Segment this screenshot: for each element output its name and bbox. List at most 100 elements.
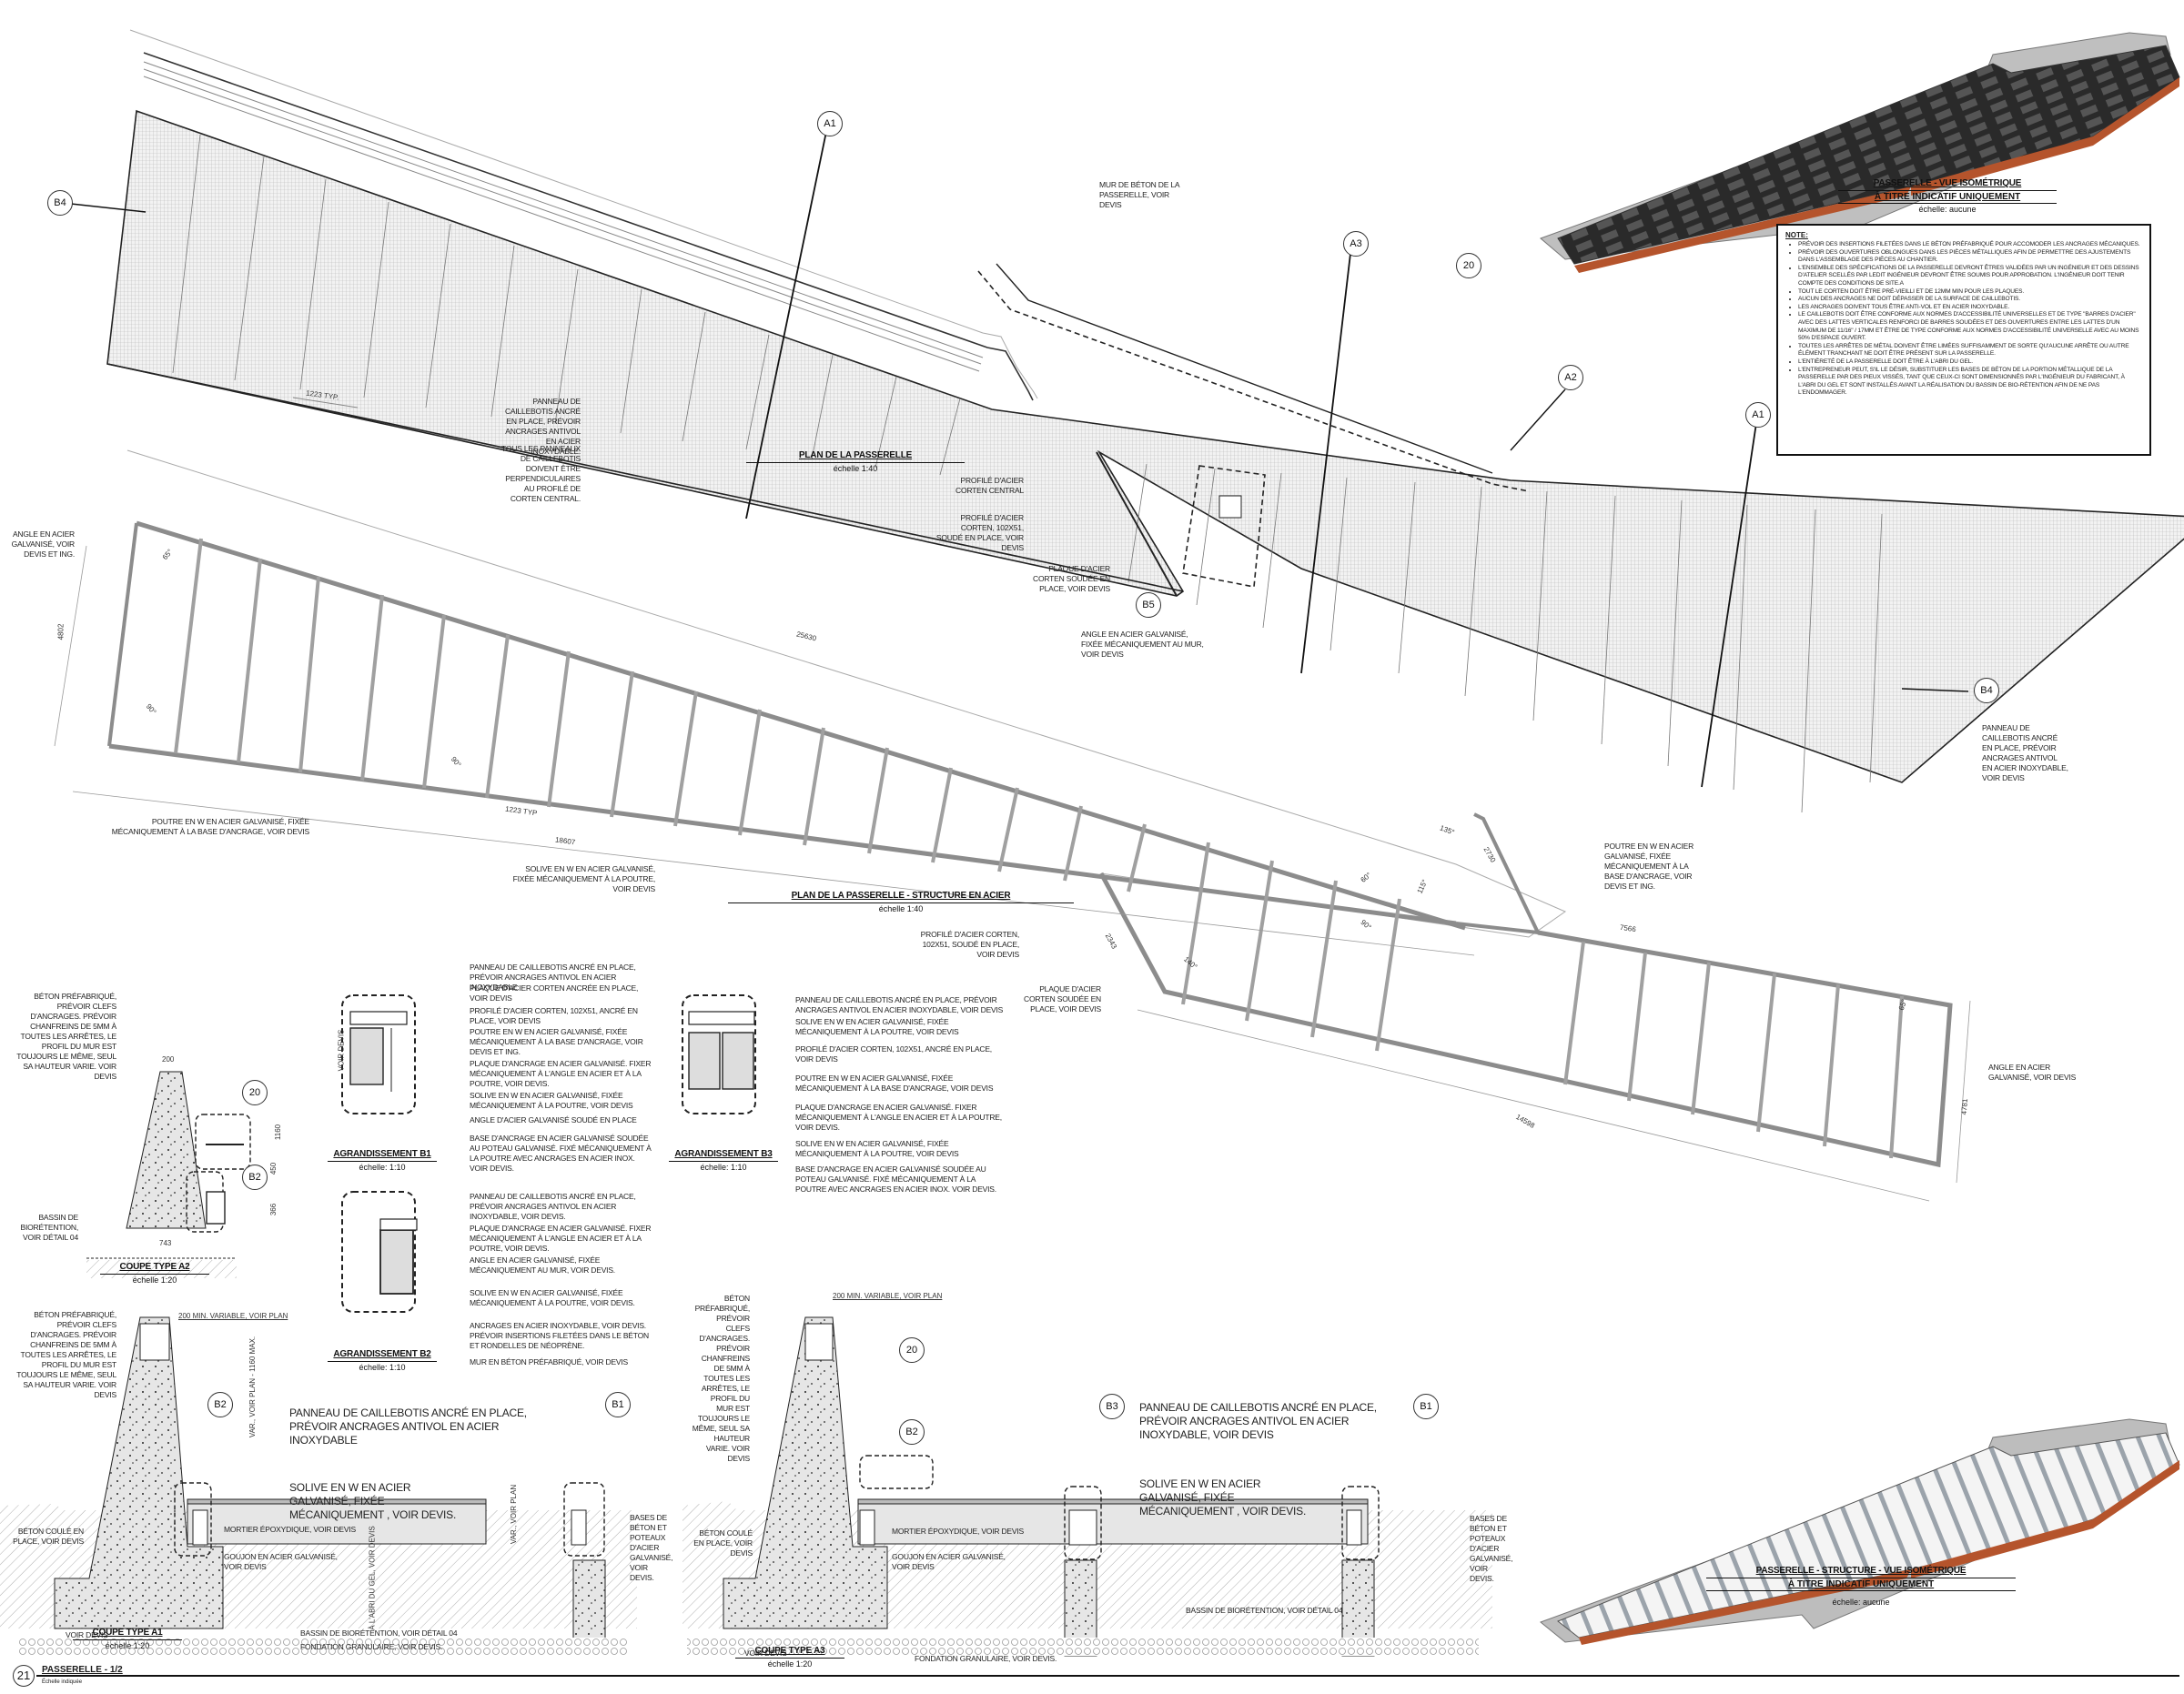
- note-item: LE CAILLEBOTIS DOIT ÊTRE CONFORME AUX NO…: [1798, 311, 2142, 342]
- detail-ref-b2-a2[interactable]: B2: [242, 1165, 268, 1190]
- label-b3-3: PROFILÉ D'ACIER CORTEN, 102x51, ANCRÉ EN…: [795, 1044, 992, 1064]
- label-a1-fondation: FONDATION GRANULAIRE, VOIR DEVIS.: [300, 1642, 443, 1651]
- notes-list: PRÉVOIR DES INSERTIONS FILETÉES DANS LE …: [1785, 241, 2142, 398]
- note-item: L'ENSEMBLE DES SPÉCIFICATIONS DE LA PASS…: [1798, 265, 2142, 288]
- title-iso-structure-line2: À TITRE INDICATIF UNIQUEMENT: [1706, 1578, 2016, 1591]
- section-a3: [682, 1316, 1492, 1657]
- label-mur-beton: MUR DE BÉTON DE LA PASSERELLE, VOIR DEVI…: [1099, 180, 1179, 209]
- label-a1-mortier: MORTIER ÉPOXYDIQUE, VOIR DEVIS: [224, 1525, 356, 1534]
- label-b3-4: POUTRE EN W EN ACIER GALVANISÉ, FIXÉE MÉ…: [795, 1074, 994, 1093]
- label-b2-1: PANNEAU DE CAILLEBOTIS ANCRÉ EN PLACE, P…: [470, 1192, 636, 1221]
- section-marker-b4-left[interactable]: B4: [47, 190, 73, 216]
- iso-top-view: [1540, 32, 2180, 273]
- label-poutre-left: POUTRE EN W EN ACIER GALVANISÉ, FIXÉE MÉ…: [111, 817, 309, 836]
- label-angle-left: ANGLE EN ACIER GALVANISÉ, VOIR DEVIS ET …: [11, 529, 76, 559]
- label-a1-panneau: PANNEAU DE CAILLEBOTIS ANCRÉ EN PLACE, P…: [289, 1407, 527, 1447]
- dim-a2-top: 200: [162, 1055, 175, 1064]
- detail-ref-b3-a3[interactable]: B3: [1099, 1394, 1125, 1419]
- label-profile-102-structure: PROFILÉ D'ACIER CORTEN, 102x51, SOUDÉ EN…: [920, 930, 1020, 959]
- label-b1-4: POUTRE EN W EN ACIER GALVANISÉ, FIXÉE MÉ…: [470, 1027, 643, 1056]
- title-agr-b2-scale: échelle: 1:10: [359, 1363, 406, 1372]
- title-agr-b1: AGRANDISSEMENT B1 échelle: 1:10: [328, 1148, 437, 1174]
- title-iso-top-scale: échelle: aucune: [1918, 205, 1977, 214]
- title-coupe-a2-text: COUPE TYPE A2: [100, 1261, 209, 1275]
- title-plan: PLAN DE LA PASSERELLE échelle 1:40: [746, 449, 965, 475]
- note-item: L'ENTIÈRETÉ DE LA PASSERELLE DOIT ÊTRE À…: [1798, 358, 2142, 367]
- label-b1-2: PLAQUE D'ACIER CORTEN ANCRÉE EN PLACE, V…: [470, 983, 639, 1003]
- detail-ref-b1-a3[interactable]: B1: [1413, 1394, 1439, 1419]
- label-a1-solive: SOLIVE EN W EN ACIER GALVANISÉ, FIXÉE MÉ…: [289, 1481, 457, 1521]
- note-item: AUCUN DES ANCRAGES NE DOIT DÉPASSER DE L…: [1798, 296, 2142, 304]
- label-a2-bassin: BASSIN DE BIORÉTENTION, VOIR DÉTAIL 04: [20, 1213, 78, 1242]
- detail-ref-20-a2[interactable]: 20: [242, 1080, 268, 1105]
- label-angle-top: ANGLE EN ACIER GALVANISÉ, FIXÉE MÉCANIQU…: [1081, 630, 1204, 659]
- note-item: PRÉVOIR DES INSERTIONS FILETÉES DANS LE …: [1798, 241, 2142, 249]
- dim-a2-450: 450: [269, 1162, 278, 1175]
- label-a3-mortier: MORTIER ÉPOXYDIQUE, VOIR DEVIS: [892, 1527, 1024, 1536]
- dim-a2-base: 743: [159, 1239, 172, 1247]
- label-a1-beton-coule: BÉTON COULÉ EN PLACE, VOIR DEVIS: [13, 1527, 84, 1546]
- sheet-scale-note: Échelle indiquée: [42, 1679, 83, 1685]
- detail-ref-20-a3[interactable]: 20: [899, 1337, 925, 1363]
- label-profile-102-plan: PROFILÉ D'ACIER CORTEN, 102x51, SOUDÉ EN…: [935, 513, 1024, 552]
- label-a3-goujon: GOUJON EN ACIER GALVANISÉ, VOIR DEVIS: [892, 1552, 1006, 1571]
- section-marker-a3[interactable]: A3: [1343, 231, 1369, 257]
- label-b2-6: MUR EN BÉTON PRÉFABRIQUÉ, VOIR DEVIS: [470, 1357, 629, 1366]
- label-angle-right: ANGLE EN ACIER GALVANISÉ, VOIR DEVIS: [1988, 1063, 2077, 1082]
- label-profile-central: PROFILÉ D'ACIER CORTEN CENTRAL: [956, 476, 1024, 495]
- title-iso-structure-scale: échelle: aucune: [1832, 1598, 1890, 1607]
- title-coupe-a2-scale: échelle 1:20: [132, 1276, 177, 1285]
- section-marker-a1-right[interactable]: A1: [1745, 402, 1771, 428]
- detail-ref-20-plan[interactable]: 20: [1456, 253, 1481, 278]
- title-iso-structure-line1: PASSERELLE - STRUCTURE - VUE ISOMÉTRIQUE: [1706, 1565, 2016, 1578]
- label-b3-6: SOLIVE EN W EN ACIER GALVANISÉ, FIXÉE MÉ…: [795, 1139, 959, 1158]
- label-a1-goujon: GOUJON EN ACIER GALVANISÉ, VOIR DEVIS: [224, 1552, 338, 1571]
- label-b2-4: SOLIVE EN W EN ACIER GALVANISÉ, FIXÉE MÉ…: [470, 1288, 635, 1307]
- title-iso-top-line2: À TITRE INDICATIF UNIQUEMENT: [1838, 191, 2057, 204]
- title-coupe-a2: COUPE TYPE A2 échelle 1:20: [100, 1261, 209, 1286]
- label-a3-bases: BASES DE BÉTON ET POTEAUX D'ACIER GALVAN…: [1470, 1514, 1513, 1583]
- detail-ref-b2-a3[interactable]: B2: [899, 1419, 925, 1445]
- detail-ref-b5[interactable]: B5: [1136, 592, 1161, 618]
- title-coupe-a1: COUPE TYPE A1 échelle 1:20: [73, 1627, 182, 1652]
- note-item: TOUT LE CORTEN DOIT ÊTRE PRÉ-VIEILLI ET …: [1798, 288, 2142, 297]
- title-agr-b2: AGRANDISSEMENT B2 échelle: 1:10: [328, 1348, 437, 1374]
- label-a3-panneau: PANNEAU DE CAILLEBOTIS ANCRÉ EN PLACE, P…: [1139, 1401, 1377, 1441]
- label-plaque-corten-plan: PLAQUE D'ACIER CORTEN SOUDÉE EN PLACE, V…: [1033, 564, 1110, 593]
- structure-plan-view: [54, 449, 1971, 1202]
- section-marker-a2[interactable]: A2: [1558, 365, 1583, 390]
- section-a1: [0, 1316, 637, 1656]
- label-b1-5: PLAQUE D'ANCRAGE EN ACIER GALVANISÉ. FIX…: [470, 1059, 652, 1088]
- title-coupe-a1-scale: échelle 1:20: [105, 1641, 150, 1650]
- section-marker-b4-right[interactable]: B4: [1974, 678, 1999, 703]
- dim-4781: 4781: [1959, 1098, 1970, 1115]
- label-panneau-right: PANNEAU DE CAILLEBOTIS ANCRÉ EN PLACE, P…: [1982, 723, 2068, 782]
- title-agr-b3: AGRANDISSEMENT B3 échelle: 1:10: [669, 1148, 778, 1174]
- sheet-number: 21: [13, 1665, 35, 1687]
- detail-b3: [682, 994, 756, 1114]
- notes-heading: NOTE:: [1785, 231, 1808, 239]
- label-b1-7: ANGLE D'ACIER GALVANISÉ SOUDÉ EN PLACE: [470, 1115, 637, 1124]
- label-a3-voir-devis: VOIR DEVIS: [744, 1649, 787, 1658]
- dim-a1-top: 200 MIN. VARIABLE, VOIR PLAN: [178, 1312, 288, 1320]
- label-panneaux-perp: TOUS LES PANNEAUX DE CAILLEBOTIS DOIVENT…: [501, 444, 581, 503]
- note-item: L'ENTREPRENEUR PEUT, S'IL LE DÉSIR, SUBS…: [1798, 367, 2142, 398]
- label-plaque-corten-structure: PLAQUE D'ACIER CORTEN SOUDÉE EN PLACE, V…: [1024, 984, 1101, 1013]
- dim-a2-366: 366: [269, 1203, 278, 1216]
- note-item: TOUTES LES ARRÊTES DE MÉTAL DOIVENT ÊTRE…: [1798, 343, 2142, 358]
- section-marker-a1-top[interactable]: A1: [817, 111, 843, 136]
- label-b3-2: SOLIVE EN W EN ACIER GALVANISÉ, FIXÉE MÉ…: [795, 1017, 959, 1036]
- dim-a3-top: 200 MIN. VARIABLE, VOIR PLAN: [833, 1292, 943, 1300]
- label-b3-1: PANNEAU DE CAILLEBOTIS ANCRÉ EN PLACE, P…: [795, 995, 1004, 1014]
- title-agr-b2-text: AGRANDISSEMENT B2: [328, 1348, 437, 1362]
- label-b1-1: PANNEAU DE CAILLEBOTIS ANCRÉ EN PLACE, P…: [470, 963, 636, 992]
- detail-ref-b1-a1[interactable]: B1: [605, 1392, 631, 1417]
- label-a3-beton: BÉTON PRÉFABRIQUÉ, PRÉVOIR CLEFS D'ANCRA…: [692, 1294, 750, 1463]
- general-notes: NOTE: PRÉVOIR DES INSERTIONS FILETÉES DA…: [1776, 224, 2151, 456]
- detail-ref-b2-a1[interactable]: B2: [207, 1392, 233, 1417]
- dim-a1-gel: À L'ABRI DU GEL, VOIR DEVIS: [368, 1526, 377, 1630]
- title-agr-b1-text: AGRANDISSEMENT B1: [328, 1148, 437, 1162]
- label-a2-beton: BÉTON PRÉFABRIQUÉ, PRÉVOIR CLEFS D'ANCRA…: [16, 992, 116, 1081]
- plan-view: [70, 29, 2184, 813]
